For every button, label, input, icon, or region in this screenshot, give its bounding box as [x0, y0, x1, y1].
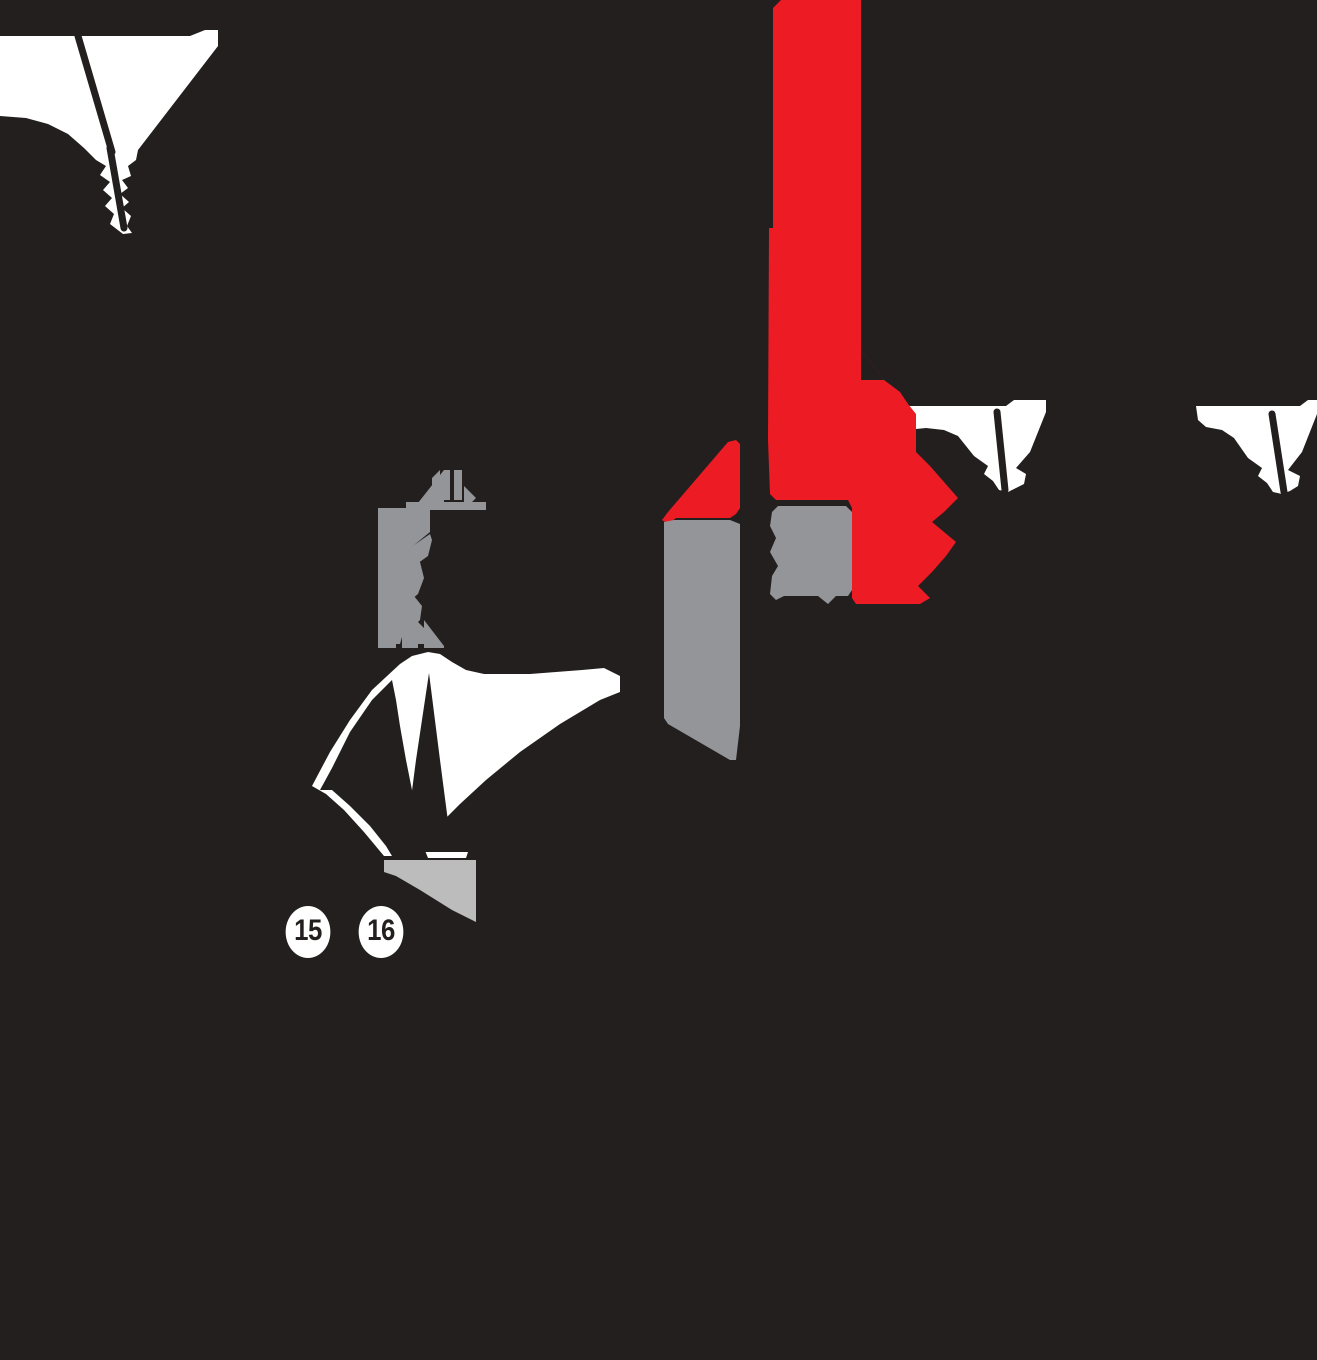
tower-base-steps [378, 594, 444, 648]
pointer-line-mid-right [993, 408, 1009, 494]
white-wing-shape [312, 652, 620, 858]
callout-badge-15-label: 15 [294, 914, 322, 947]
tower-antenna-detail [406, 470, 486, 510]
gray-block-right [770, 506, 852, 604]
callout-badge-16-label: 16 [367, 914, 395, 947]
callout-badge-15[interactable]: 15 [285, 906, 331, 958]
pennant-mid-right-body [893, 400, 1046, 492]
white-wing-body [312, 652, 620, 858]
pennant-mid-right [893, 400, 1046, 494]
light-gray-base [384, 860, 476, 922]
pennant-far-right [1196, 400, 1317, 496]
callout-badge-16[interactable]: 16 [358, 906, 404, 958]
pointer-line-far-right [1268, 410, 1288, 496]
red-mast-notch [861, 228, 884, 380]
gray-tower-shape [378, 470, 486, 648]
red-cap-left-column [662, 440, 740, 524]
pennant-top-left [0, 30, 218, 234]
pointer-line-top-left [106, 144, 128, 232]
red-mast-upper-bar [773, 0, 861, 232]
red-mast-shape [662, 0, 958, 604]
pointer-line-top-left-upper [74, 32, 116, 156]
red-mast-lower [768, 228, 958, 604]
white-wing-notch [404, 673, 452, 852]
gray-column-left [664, 520, 740, 760]
pennant-far-right-body [1196, 400, 1317, 494]
